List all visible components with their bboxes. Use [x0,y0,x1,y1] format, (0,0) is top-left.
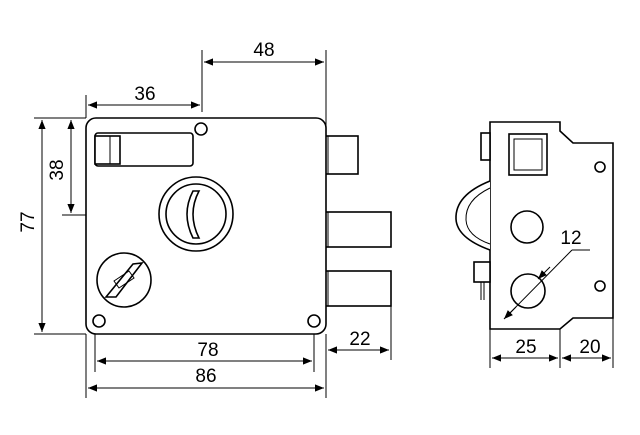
side-view [455,121,614,330]
dim-hole-diameter: 12 [503,228,590,320]
dim-backset-label: 36 [134,84,155,105]
latch-knob [94,135,121,165]
dim-side-flange: 20 [562,318,614,368]
dim-height-upper: 38 [47,120,86,216]
dim-side-depth: 25 [489,329,561,368]
side-bolt-square [508,133,548,176]
dim-bolt-throw-label: 22 [349,329,370,350]
screw-hole-top [194,122,208,136]
screw-hole-bottom-right [307,314,321,328]
lower-bolt [319,270,392,307]
dim-height-upper-label: 38 [47,159,68,180]
thumbturn [96,252,152,308]
front-view [85,117,392,335]
dim-bolt-throw: 22 [328,306,392,360]
side-hole-middle [510,210,544,244]
dim-backset: 36 [85,84,200,118]
side-hole-lower [510,273,546,309]
dim-mount-width: 78 [94,334,315,372]
dim-height-total: 77 [18,117,86,335]
dim-top-width: 48 [201,40,327,136]
dim-body-width: 86 [85,334,327,398]
middle-bolt [319,211,392,248]
dim-mount-width-label: 78 [197,340,218,361]
dim-hole-diameter-label: 12 [560,228,581,249]
side-cylinder [455,180,491,251]
dim-side-flange-label: 20 [579,337,600,358]
screw-hole-bottom-left [92,314,106,328]
dim-height-total-label: 77 [18,211,39,232]
dim-side-depth-label: 25 [515,337,536,358]
cylinder [158,176,234,252]
dim-body-width-label: 86 [195,366,216,387]
dim-top-width-label: 48 [253,40,274,61]
